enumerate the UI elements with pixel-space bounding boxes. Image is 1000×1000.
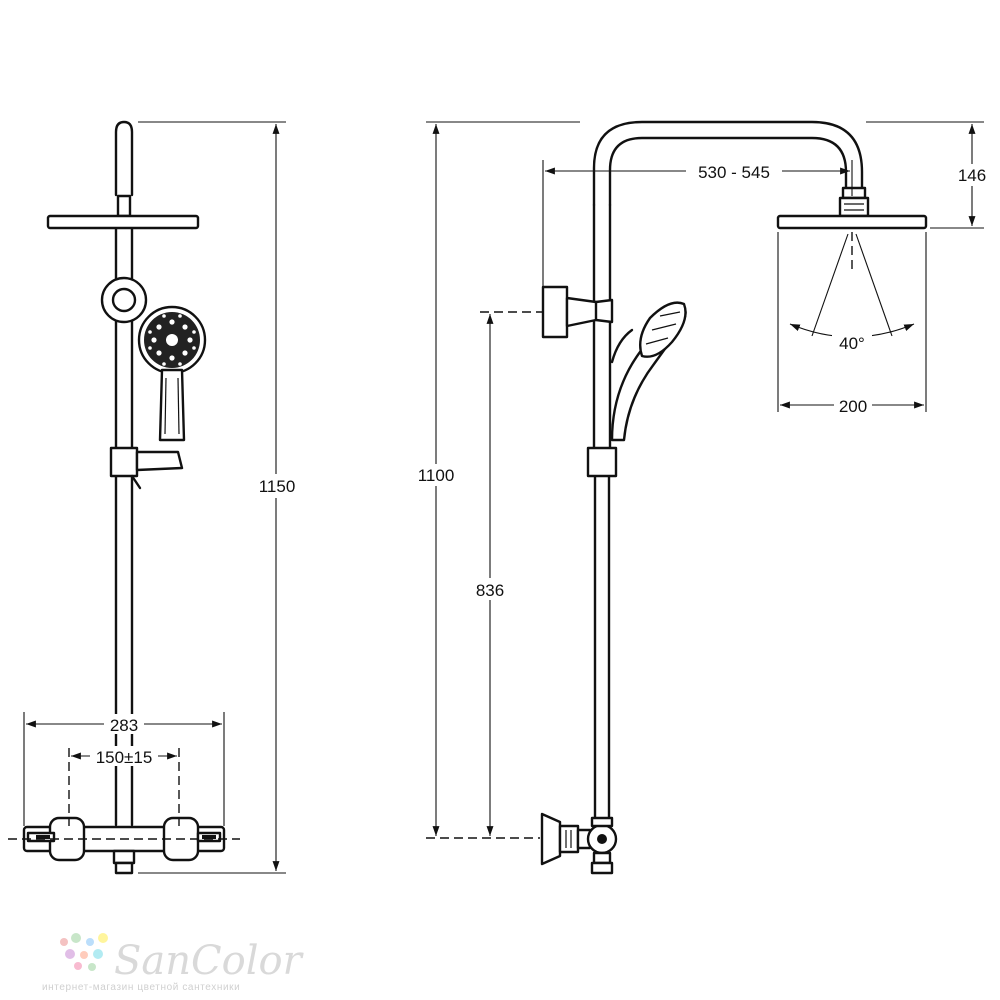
- dim-arm-reach: 530 - 545: [698, 163, 770, 182]
- dim-mixer-width: 283: [110, 716, 138, 735]
- front-slider: [109, 446, 184, 490]
- front-mixer: [8, 816, 240, 875]
- side-hand-shower: [610, 301, 687, 442]
- dim-inlet-spacing: 150±15: [96, 748, 153, 767]
- dim-head-drop: 146: [958, 166, 986, 185]
- dimension-1150: 1150: [138, 121, 300, 874]
- dimension-283: 283: [23, 712, 225, 826]
- side-slider: [586, 446, 618, 478]
- side-mixer: [540, 812, 618, 875]
- dimension-200: 200: [777, 232, 927, 416]
- dimension-530-545: 530 - 545: [542, 160, 853, 287]
- dim-total-height-side: 1100: [418, 466, 455, 485]
- front-view: 1150 283 150±15: [8, 120, 300, 875]
- logo-tagline: интернет-магазин цветной сантехники: [42, 982, 240, 993]
- side-rain-head: [776, 186, 928, 230]
- dimension-150: 150±15: [68, 746, 180, 826]
- dimension-836: 836: [470, 311, 543, 836]
- logo-brand: SanColor: [114, 938, 305, 984]
- dim-head-diameter: 200: [839, 397, 867, 416]
- dim-total-height-front: 1150: [259, 477, 296, 496]
- side-view: 40°: [412, 120, 992, 875]
- dim-spray-angle: 40°: [839, 334, 865, 353]
- side-riser-pipe: [592, 120, 864, 820]
- front-rain-head: [46, 214, 200, 230]
- spray-cone: 40°: [789, 232, 915, 353]
- dimension-1100: 1100: [412, 121, 580, 839]
- side-wall-bracket: [541, 285, 614, 339]
- front-hand-shower: [137, 305, 207, 442]
- sancolor-logo: SanColor интернет-магазин цветной сантех…: [42, 933, 305, 993]
- dim-slide-height: 836: [476, 581, 504, 600]
- logo-dots: [60, 933, 108, 971]
- front-holder-ring: [100, 276, 148, 324]
- dimension-146: 146: [866, 121, 992, 229]
